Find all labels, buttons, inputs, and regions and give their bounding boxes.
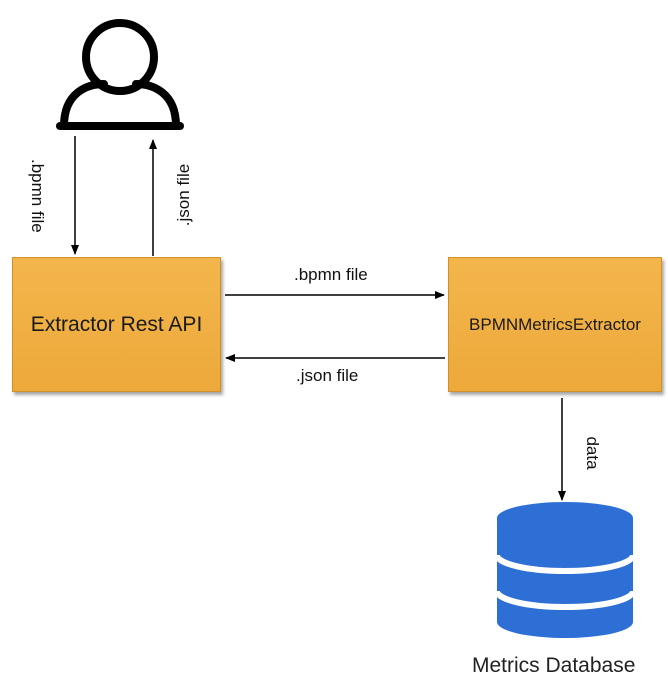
edge-label-extractor-to-api: .json file (296, 366, 359, 385)
bpmn-metrics-extractor-label: BPMNMetricsExtractor (469, 314, 641, 334)
extractor-rest-api-node: Extractor Rest API (12, 257, 221, 392)
extractor-rest-api-label: Extractor Rest API (30, 312, 203, 336)
bpmn-metrics-extractor-node: BPMNMetricsExtractor (448, 257, 662, 392)
edge-label-extractor-to-db: data (583, 436, 602, 470)
metrics-database-label: Metrics Database (472, 654, 636, 677)
edge-label-api-to-user: .json file (174, 163, 193, 227)
database-icon (494, 502, 636, 638)
edge-label-api-to-extractor: .bpmn file (294, 265, 368, 284)
user-icon (56, 19, 184, 130)
edge-label-user-to-api: .bpmn file (28, 159, 47, 233)
